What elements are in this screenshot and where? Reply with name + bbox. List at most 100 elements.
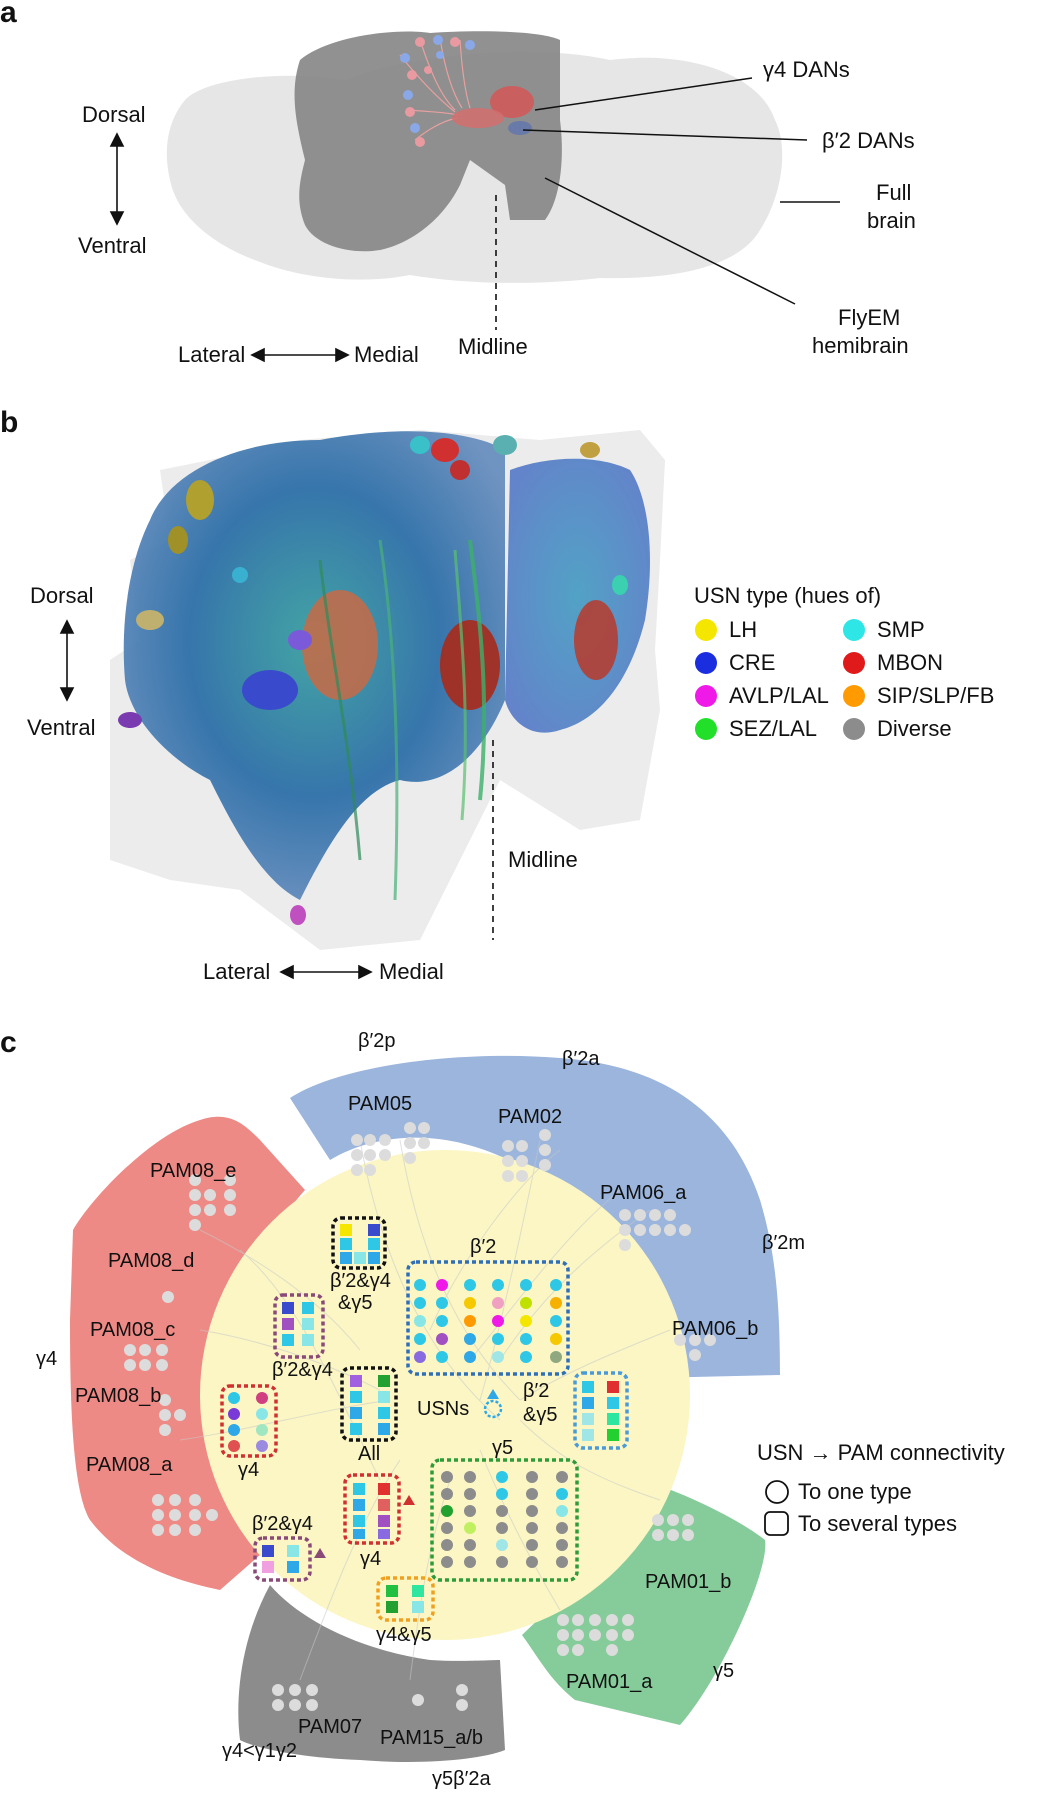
usn-legend-item: Diverse	[843, 716, 952, 742]
group-g4-left-box	[220, 1384, 278, 1458]
panel-b-lateral: Lateral	[203, 959, 271, 984]
pam08c-label: PAM08_c	[90, 1319, 176, 1341]
legend-label: AVLP/LAL	[729, 683, 829, 708]
legend-swatch-icon	[695, 652, 717, 674]
legend-label: MBON	[877, 650, 943, 675]
usn-center-disc	[200, 1150, 690, 1640]
group-b2g4-top-label: β′2&γ4	[272, 1359, 333, 1381]
pam05-label: PAM05	[348, 1093, 413, 1115]
pam02-label: PAM02	[498, 1106, 563, 1128]
legend-label: SMP	[877, 617, 925, 642]
legend-swatch-icon	[843, 652, 865, 674]
group-b2-label: β′2	[470, 1236, 497, 1258]
pam06b-label: PAM06_b	[672, 1318, 759, 1340]
legend-label: SIP/SLP/FB	[877, 683, 995, 708]
legend-swatch-icon	[695, 685, 717, 707]
legend-swatch-icon	[843, 685, 865, 707]
group-all-label: All	[358, 1443, 381, 1465]
usn-legend-item: LH	[695, 617, 757, 643]
panel-a-brain	[109, 31, 840, 363]
pam08b-label: PAM08_b	[75, 1385, 162, 1407]
gamma4-dans-cluster	[399, 35, 534, 147]
legend-swatch-icon	[843, 619, 865, 641]
panel-b-letter: b	[0, 406, 19, 439]
usn-legend-item: MBON	[843, 650, 943, 676]
panel-c-letter: c	[0, 1026, 17, 1059]
group-g5-box	[430, 1458, 579, 1582]
pam01b-label: PAM01_b	[645, 1571, 732, 1593]
usn-legend-item: SIP/SLP/FB	[843, 683, 994, 709]
usn-legend-title: USN type (hues of)	[694, 583, 882, 608]
usn-legend-item: AVLP/LAL	[695, 683, 829, 709]
group-g4-center-box	[343, 1473, 401, 1545]
legend-label: LH	[729, 617, 758, 642]
pam08d-label: PAM08_d	[108, 1250, 195, 1272]
usn-legend-item: SMP	[843, 617, 925, 643]
group-all-box	[340, 1366, 398, 1442]
legend-label: Diverse	[877, 716, 952, 741]
usn-markers	[228, 1224, 619, 1613]
pam01a-label: PAM01_a	[566, 1671, 653, 1693]
legend-swatch-icon	[843, 718, 865, 740]
compartment-g4: γ4	[36, 1348, 58, 1370]
group-b2g5-label-1: β′2	[523, 1380, 550, 1402]
legend-label: SEZ/LAL	[729, 716, 818, 741]
group-b2g4-bottom-label: β′2&γ4	[252, 1513, 313, 1535]
pam08e-label: PAM08_e	[150, 1160, 237, 1182]
usn-legend-item: CRE	[695, 650, 775, 676]
flyem-label-2: hemibrain	[812, 333, 909, 358]
group-b2g5-box	[573, 1371, 629, 1450]
group-g4-center-label: γ4	[360, 1548, 382, 1570]
group-b2g4g5-box	[331, 1216, 387, 1270]
group-g4-left-label: γ4	[238, 1459, 260, 1481]
group-g4g5-box	[376, 1576, 435, 1622]
connectivity-legend-title: USN → PAM connectivity	[757, 1440, 1005, 1465]
gamma4g1g2-sector	[238, 1585, 505, 1762]
panel-a-letter: a	[0, 0, 17, 29]
legend-square-icon	[764, 1511, 789, 1536]
group-g4g5-label: γ4&γ5	[376, 1624, 432, 1646]
panel-a-midline: Midline	[458, 334, 528, 359]
pam06a-label: PAM06_a	[600, 1182, 687, 1204]
legend-swatch-icon	[695, 619, 717, 641]
compartment-b2m: β′2m	[762, 1232, 806, 1254]
compartment-b2p: β′2p	[358, 1030, 396, 1052]
pam08a-label: PAM08_a	[86, 1454, 173, 1476]
panel-a-medial: Medial	[354, 342, 419, 367]
legend-one-type: To one type	[798, 1479, 912, 1504]
group-b2-box	[406, 1260, 570, 1376]
group-b2g4-bottom-box	[253, 1536, 312, 1582]
compartment-g5: γ5	[713, 1660, 735, 1682]
pam15-label: PAM15_a/b	[380, 1727, 484, 1749]
panel-b-ventral: Ventral	[27, 715, 96, 740]
panel-a-ventral: Ventral	[78, 233, 147, 258]
panel-b-neurons	[59, 430, 665, 980]
compartment-g5b2a: γ5β′2a	[432, 1768, 491, 1790]
panel-a-lateral: Lateral	[178, 342, 246, 367]
legend-label: CRE	[729, 650, 776, 675]
full-brain-label-2: brain	[867, 208, 916, 233]
gamma4-dans-label: γ4 DANs	[763, 57, 850, 82]
full-brain-label-1: Full	[876, 180, 912, 205]
pam07-label: PAM07	[298, 1716, 363, 1738]
legend-swatch-icon	[695, 718, 717, 740]
group-b2g4g5-label-2: &γ5	[338, 1292, 373, 1314]
gamma5-sector	[522, 1480, 766, 1725]
compartment-b2a: β′2a	[562, 1048, 600, 1070]
group-b2g4g5-label-1: β′2&γ4	[330, 1270, 391, 1292]
compartment-g4g1g2: γ4<γ1γ2	[222, 1740, 298, 1762]
group-usns-label: USNs	[417, 1398, 470, 1420]
panel-a-dorsal: Dorsal	[82, 102, 146, 127]
panel-b-medial: Medial	[379, 959, 444, 984]
legend-several-types: To several types	[798, 1511, 957, 1536]
flyem-label-1: FlyEM	[838, 305, 901, 330]
legend-circle-icon	[765, 1480, 789, 1504]
group-b2g5-label-2: &γ5	[523, 1404, 558, 1426]
usn-legend-item: SEZ/LAL	[695, 716, 817, 742]
panel-b-midline: Midline	[508, 847, 578, 872]
beta2-dans-label: β′2 DANs	[822, 128, 915, 153]
panel-b-dorsal: Dorsal	[30, 583, 94, 608]
group-b2g4-top-box	[273, 1293, 325, 1359]
group-g5-label: γ5	[492, 1437, 514, 1459]
